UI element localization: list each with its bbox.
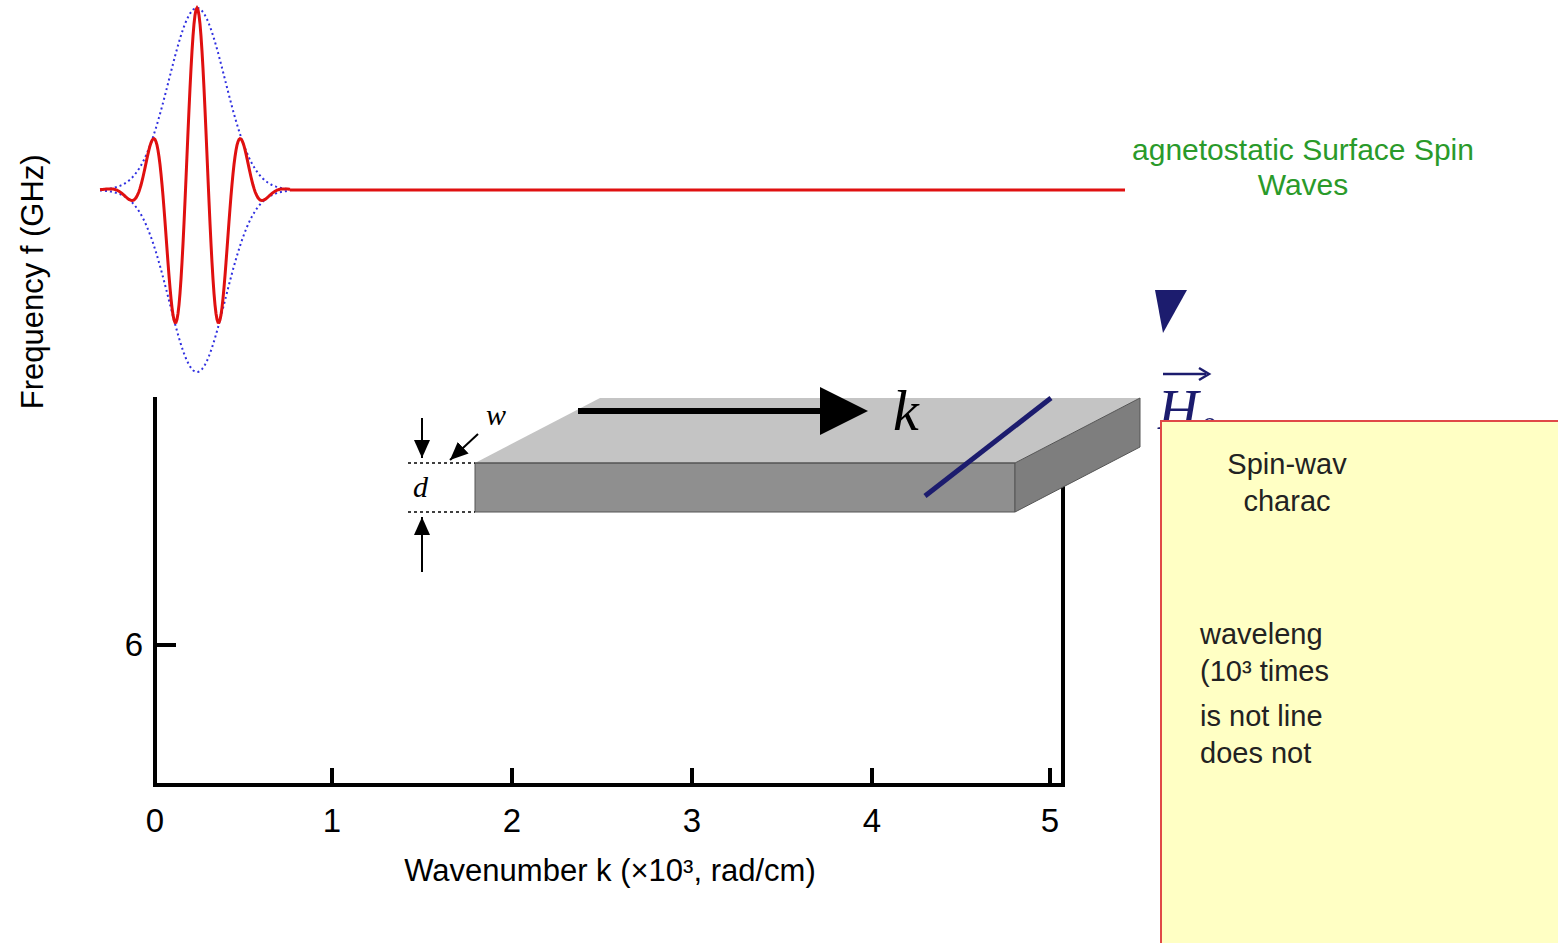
- film-slab: [475, 398, 1140, 512]
- wave-packet: [100, 8, 290, 322]
- x-ticks: [332, 768, 1050, 785]
- dimension-label: w: [486, 398, 506, 433]
- note-bullet: waveleng (10³ times: [1200, 616, 1350, 690]
- tick-label: 2: [503, 802, 521, 840]
- tick-label: 4: [863, 802, 881, 840]
- y-axis: [153, 397, 157, 787]
- dimension-w: [450, 434, 478, 460]
- tick-label: 5: [1041, 802, 1059, 840]
- vector-arrow: [1163, 373, 1206, 376]
- tick-label: 3: [683, 802, 701, 840]
- axis-label: Frequency f (GHz): [14, 155, 50, 410]
- x-axis: [153, 783, 1065, 787]
- note-heading: Spin-wav charac: [1202, 446, 1372, 520]
- title-text: agnetostatic Surface Spin Waves: [1128, 133, 1478, 202]
- note-bullet: does not: [1200, 735, 1311, 772]
- note-box: Spin-wav charac waveleng (10³ times is not…: [1160, 420, 1558, 943]
- dimension-label: d: [413, 470, 428, 505]
- dimension-d: [408, 418, 475, 572]
- vector-arrowhead: [1199, 368, 1209, 380]
- y-tick: [155, 643, 176, 647]
- note-bullet: is not line: [1200, 698, 1323, 735]
- envelope-top: [100, 8, 290, 190]
- tick-label: 6: [125, 626, 143, 664]
- k-arrow: [578, 408, 862, 414]
- envelope-bottom: [100, 191, 290, 373]
- baseline: [290, 189, 1125, 192]
- tick-label: 0: [146, 802, 164, 840]
- field-line: [925, 398, 1051, 496]
- axis-label: Wavenumber k (×10³, rad/cm): [404, 853, 815, 889]
- pointer-triangle: [1155, 290, 1187, 333]
- tick-label: 1: [323, 802, 341, 840]
- wavevector-label: k: [893, 378, 919, 445]
